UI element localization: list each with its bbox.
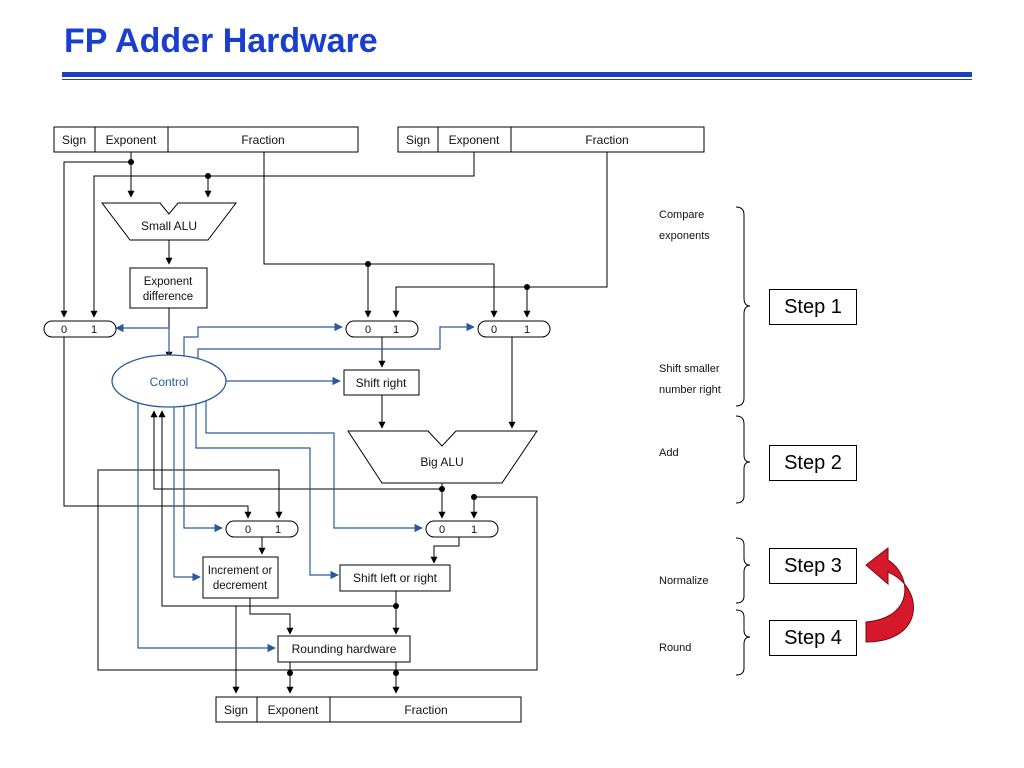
title-underline [62, 72, 972, 77]
reg-b-fraction: Fraction [585, 133, 628, 147]
svg-text:0: 0 [61, 324, 67, 336]
input-register-b: Sign Exponent Fraction [397, 126, 705, 153]
exp-diff-line1: Exponent [144, 276, 193, 288]
big-alu: Big ALU [347, 430, 538, 484]
rounding-label: Rounding hardware [292, 642, 397, 656]
step-4-box: Step 4 [769, 620, 857, 656]
svg-text:1: 1 [393, 324, 399, 336]
junction-dots [128, 159, 530, 676]
input-register-a: Sign Exponent Fraction [53, 126, 359, 153]
loop-back-arrow [865, 546, 914, 643]
shift-right-box: Shift right [343, 369, 420, 396]
svg-text:decrement: decrement [213, 580, 268, 592]
output-register: Sign Exponent Fraction [215, 696, 522, 723]
shift-right-label: Shift right [356, 376, 407, 390]
svg-text:Fraction: Fraction [404, 703, 447, 717]
small-alu-label: Small ALU [141, 219, 197, 233]
mux-shift-select: 0 1 [345, 320, 419, 338]
svg-text:0: 0 [245, 524, 251, 536]
reg-a-fraction: Fraction [241, 133, 284, 147]
rounding-hardware-box: Rounding hardware [277, 635, 411, 663]
svg-text:Exponent: Exponent [268, 703, 319, 717]
step-1-box: Step 1 [769, 289, 857, 325]
mux-fraction-normalize: 0 1 [425, 520, 499, 538]
reg-b-exponent: Exponent [449, 133, 500, 147]
step-3-box: Step 3 [769, 548, 857, 584]
stage-round: Round [659, 642, 692, 654]
svg-text:0: 0 [491, 324, 497, 336]
svg-text:1: 1 [471, 524, 477, 536]
svg-text:0: 0 [439, 524, 445, 536]
shift-left-right-label: Shift left or right [353, 571, 438, 585]
stage-compare-exponents: Compare exponents [659, 209, 710, 242]
mux-exponent-select: 0 1 [43, 320, 117, 338]
reg-b-sign: Sign [406, 133, 430, 147]
step-2-box: Step 2 [769, 445, 857, 481]
shift-left-right-box: Shift left or right [339, 564, 451, 592]
title-underline-thin [62, 79, 972, 80]
stage-normalize: Normalize [659, 575, 709, 587]
control-label: Control [150, 375, 189, 389]
stage-add: Add [659, 447, 679, 459]
exp-diff-line2: difference [143, 291, 193, 303]
small-alu: Small ALU [100, 202, 238, 241]
mux-add-select: 0 1 [477, 320, 551, 338]
slide-title: FP Adder Hardware [64, 22, 378, 60]
svg-text:Increment or: Increment or [208, 565, 273, 577]
svg-text:0: 0 [365, 324, 371, 336]
reg-a-exponent: Exponent [106, 133, 157, 147]
svg-text:1: 1 [524, 324, 530, 336]
mux-exponent-normalize: 0 1 [225, 520, 299, 538]
increment-decrement-box: Increment or decrement [202, 556, 279, 599]
exponent-difference-box: Exponent difference [129, 267, 208, 309]
svg-text:Sign: Sign [224, 703, 248, 717]
svg-text:1: 1 [91, 324, 97, 336]
stage-shift-smaller: Shift smaller number right [659, 363, 721, 396]
big-alu-label: Big ALU [420, 455, 463, 469]
datapath-wires [60, 152, 608, 694]
reg-a-sign: Sign [62, 133, 86, 147]
svg-text:1: 1 [275, 524, 281, 536]
control-unit: Control [111, 354, 227, 408]
control-wires [115, 322, 475, 653]
stage-braces [735, 206, 751, 676]
